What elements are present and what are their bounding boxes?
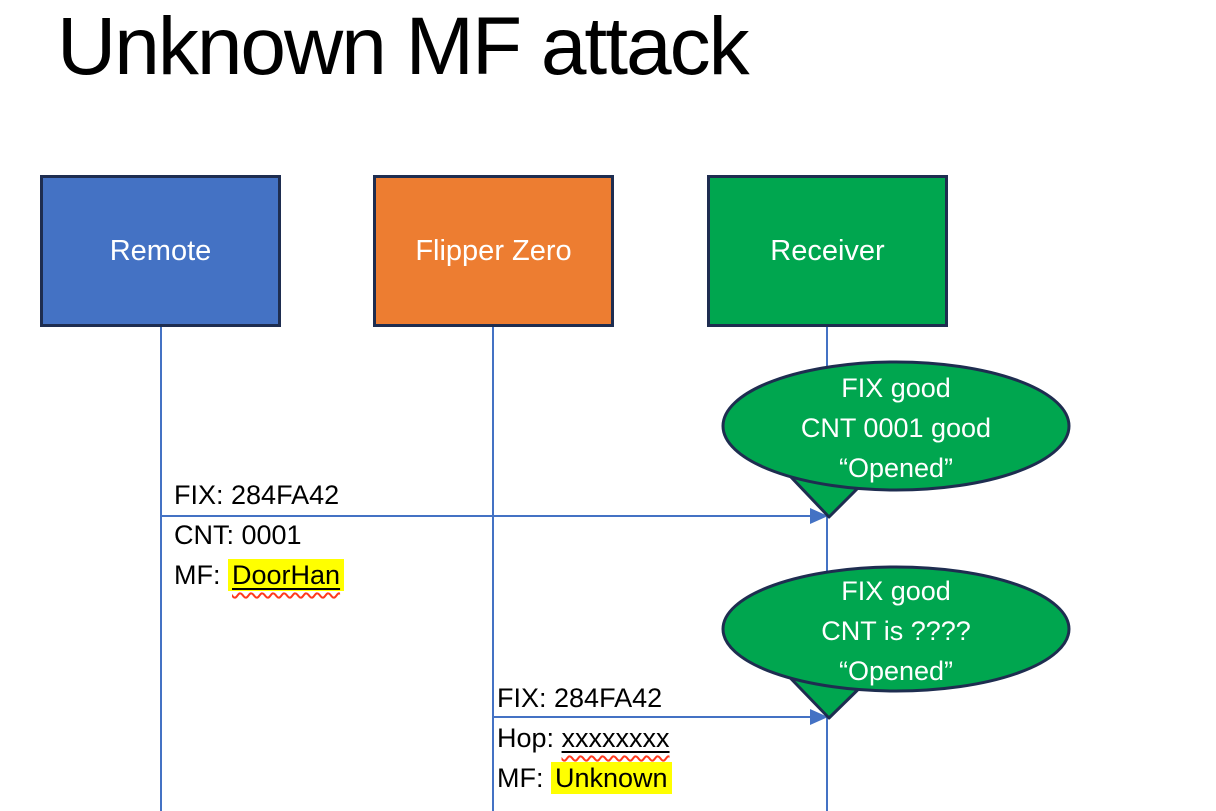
bubble-1-line-1: FIX good: [841, 373, 951, 403]
highlighted-unknown: Unknown: [551, 762, 672, 794]
actor-label-remote: Remote: [109, 234, 212, 267]
actor-box-receiver: Receiver: [707, 175, 948, 327]
speech-bubble-1-text: FIX good CNT 0001 good “Opened”: [722, 368, 1070, 488]
bubble-2-line-2: CNT is ????: [821, 616, 971, 646]
actor-box-flipper-zero: Flipper Zero: [373, 175, 614, 327]
actor-box-remote: Remote: [40, 175, 281, 327]
bubble-1-line-3: “Opened”: [838, 453, 954, 483]
message-1-mf-line: MF: DoorHan: [174, 555, 345, 595]
speech-bubble-2-text: FIX good CNT is ???? “Opened”: [722, 571, 1070, 691]
actor-label-flipper-zero: Flipper Zero: [415, 234, 572, 267]
message-arrow-1-arrowhead-icon: [810, 508, 828, 524]
message-2-hop-line: Hop: xxxxxxxx: [497, 723, 670, 753]
highlighted-doorhan: DoorHan: [228, 559, 345, 591]
message-2-label: FIX: 284FA42 Hop: xxxxxxxx MF: Unknown: [497, 678, 672, 798]
bubble-2-line-1: FIX good: [841, 576, 951, 606]
actor-label-receiver: Receiver: [770, 234, 885, 267]
message-1-label: FIX: 284FA42 CNT: 0001 MF: DoorHan: [174, 475, 345, 595]
message-1-cnt-line: CNT: 0001: [174, 520, 302, 550]
message-2-mf-line: MF: Unknown: [497, 758, 672, 798]
speech-bubble-2-shape: [721, 565, 1071, 693]
bubble-1-line-2: CNT 0001 good: [800, 413, 992, 443]
slide-title: Unknown MF attack: [57, 1, 750, 92]
message-1-fix-line: FIX: 284FA42: [174, 480, 340, 510]
speech-bubble-1-shape: [721, 360, 1071, 492]
underlined-hop-value: xxxxxxxx: [561, 723, 670, 753]
message-arrow-2-arrowhead-icon: [810, 709, 828, 725]
bubble-2-line-3: “Opened”: [838, 656, 954, 686]
message-2-fix-line: FIX: 284FA42: [497, 683, 663, 713]
